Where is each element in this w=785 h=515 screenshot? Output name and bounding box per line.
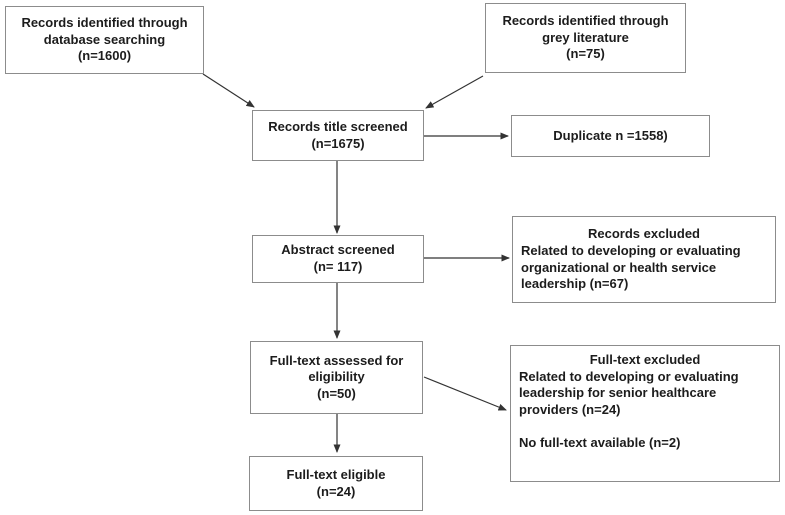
box-records-excluded-body: Related to developing or evaluating orga… [521,242,741,292]
box-fulltext-eligible-text: Full-text eligible (n=24) [286,466,386,499]
box-records-grey-literature: Records identified through grey literatu… [485,3,686,73]
box-records-excluded: Records excluded Related to developing o… [512,216,776,303]
box-records-grey-literature-text: Records identified through grey literatu… [502,13,669,62]
box-records-title-screened-text: Records title screened (n=1675) [268,118,408,151]
arrow-db-to-title-screened [202,73,255,108]
box-duplicate-text: Duplicate n =1558) [553,127,668,143]
box-fulltext-excluded: Full-text excluded Related to developing… [510,345,780,482]
box-fulltext-assessed: Full-text assessed for eligibility (n=50… [250,341,423,414]
box-abstract-screened-text: Abstract screened (n= 117) [281,242,395,274]
box-fulltext-assessed-text: Full-text assessed for eligibility (n=50… [269,352,404,401]
box-records-database-searching-text: Records identified through database sear… [21,15,188,64]
arrow-fulltext-assessed-to-excluded [423,376,507,411]
box-fulltext-excluded-title: Full-text excluded [589,352,701,367]
box-abstract-screened: Abstract screened (n= 117) [252,235,424,283]
arrow-grey-to-title-screened [425,75,484,109]
box-duplicate: Duplicate n =1558) [511,115,710,157]
box-fulltext-eligible: Full-text eligible (n=24) [249,456,423,511]
box-records-database-searching: Records identified through database sear… [5,6,204,74]
box-records-excluded-title: Records excluded [588,226,700,242]
box-records-title-screened: Records title screened (n=1675) [252,110,424,161]
box-fulltext-excluded-body: Related to developing or evaluating lead… [519,368,739,451]
